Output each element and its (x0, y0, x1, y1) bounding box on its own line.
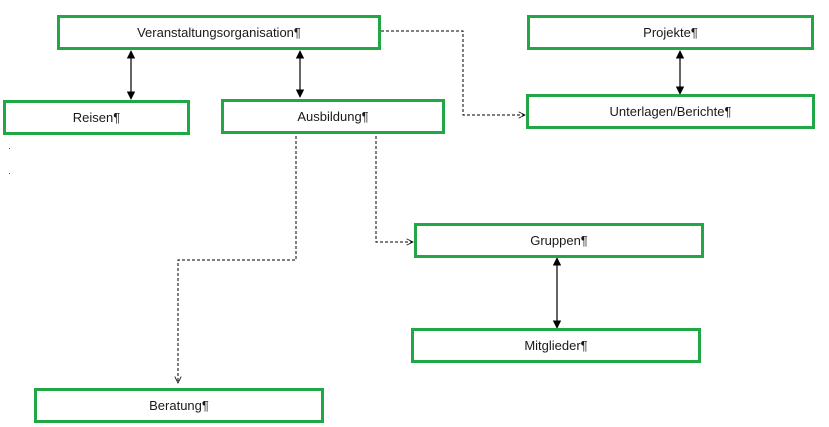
node-unterlagen-berichte: Unterlagen/Berichte¶ (526, 94, 815, 129)
node-reisen: Reisen¶ (3, 100, 190, 135)
node-label: Reisen¶ (72, 110, 121, 125)
node-veranstaltungsorganisation: Veranstaltungsorganisation¶ (57, 15, 381, 50)
node-label: Beratung¶ (149, 398, 209, 413)
connector-ausbildung-gruppen (375, 136, 413, 242)
node-label: Unterlagen/Berichte¶ (609, 104, 732, 119)
node-label: Ausbildung¶ (297, 109, 369, 124)
node-label: Projekte¶ (643, 25, 698, 40)
node-ausbildung: Ausbildung¶ (221, 99, 445, 134)
stray-mark (9, 173, 10, 174)
node-mitglieder: Mitglieder¶ (411, 328, 701, 363)
stray-mark (9, 148, 10, 149)
node-projekte: Projekte¶ (527, 15, 814, 50)
node-gruppen: Gruppen¶ (414, 223, 704, 258)
connector-veranstaltung-unterlagen (381, 30, 525, 115)
node-label: Mitglieder¶ (524, 338, 588, 353)
connector-ausbildung-beratung (178, 136, 297, 383)
node-label: Veranstaltungsorganisation¶ (137, 25, 301, 40)
node-beratung: Beratung¶ (34, 388, 324, 423)
node-label: Gruppen¶ (530, 233, 588, 248)
